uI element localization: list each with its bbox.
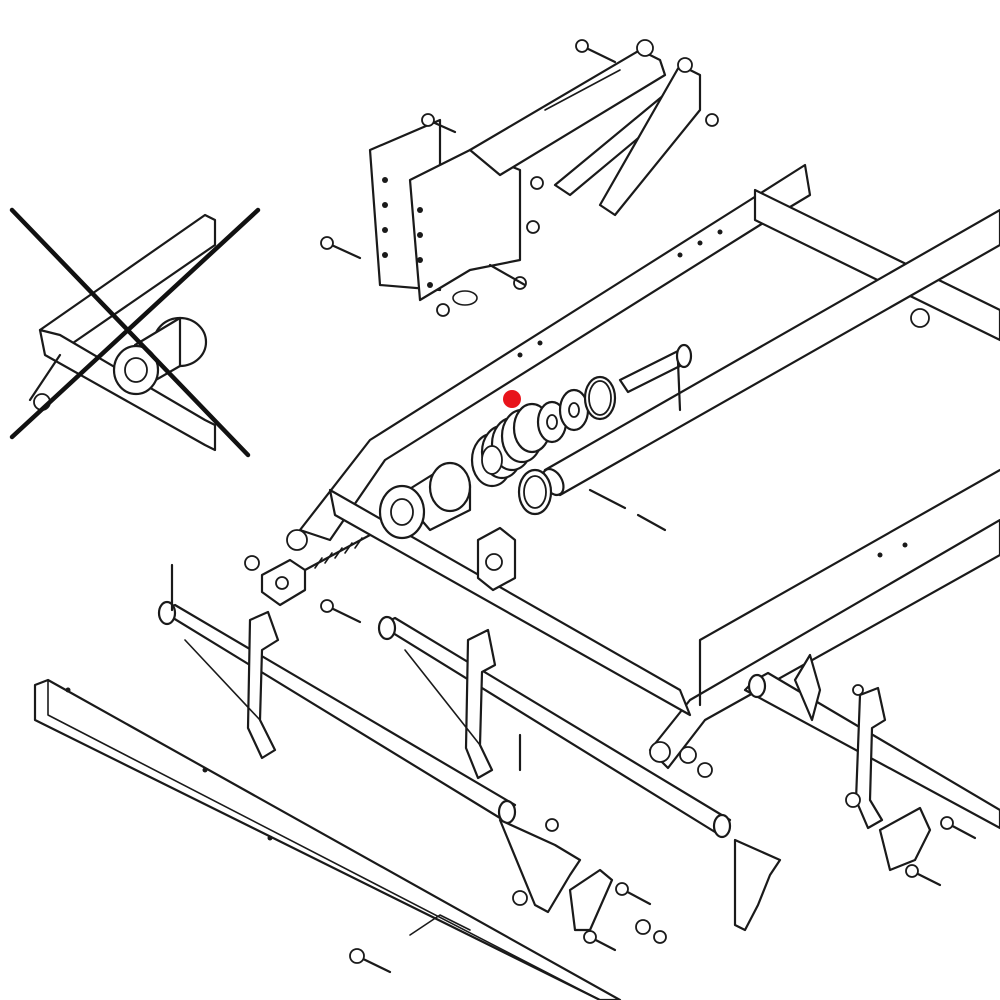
shank-bar-middle (377, 615, 782, 932)
shank-foot (733, 838, 782, 932)
tool-bar (33, 678, 622, 1000)
nut-icon (679, 746, 697, 764)
nut-icon (512, 890, 528, 906)
rail-holes (517, 229, 723, 358)
crossed-out-bracket (9, 207, 261, 458)
rail-end-eye (286, 529, 308, 551)
right-frame-rail (648, 518, 1000, 770)
upper-link-arm (468, 48, 667, 177)
nut-icon (545, 818, 559, 832)
cross-mark-line-a (9, 207, 251, 458)
nut-icon (697, 762, 713, 778)
lynch-pin (676, 360, 682, 412)
bolt-icon (320, 39, 617, 260)
shank-lower-detail (498, 818, 667, 952)
cross-mark-line-b (9, 207, 261, 440)
clamp-plate (568, 868, 614, 932)
nut-icon (653, 930, 667, 944)
nut-icon (635, 919, 651, 935)
nut-icon (852, 684, 864, 696)
nut-icon (244, 555, 260, 571)
roll-pin (636, 513, 667, 532)
compression-spring (470, 402, 552, 488)
main-frame (286, 163, 1000, 770)
highlight-marker (503, 390, 521, 408)
tool-bar-face (33, 678, 622, 1000)
frame-tube (543, 208, 1000, 497)
clamp-plate (878, 806, 932, 872)
lower-cross-member (328, 488, 692, 717)
shank-bar-right (743, 653, 1000, 887)
segment-holes (382, 177, 433, 288)
shank-arm (246, 610, 280, 760)
exploded-pivot-parts (244, 343, 693, 607)
shank-arm (854, 686, 887, 830)
roll-pin (588, 488, 627, 510)
shank-arm (464, 628, 497, 780)
nut-icon (845, 792, 861, 808)
adjustment-assembly (320, 39, 719, 317)
outer-link (598, 63, 702, 217)
shank-bar-left (157, 563, 517, 825)
shank-foot (498, 818, 582, 914)
rail-brace (698, 468, 1000, 707)
